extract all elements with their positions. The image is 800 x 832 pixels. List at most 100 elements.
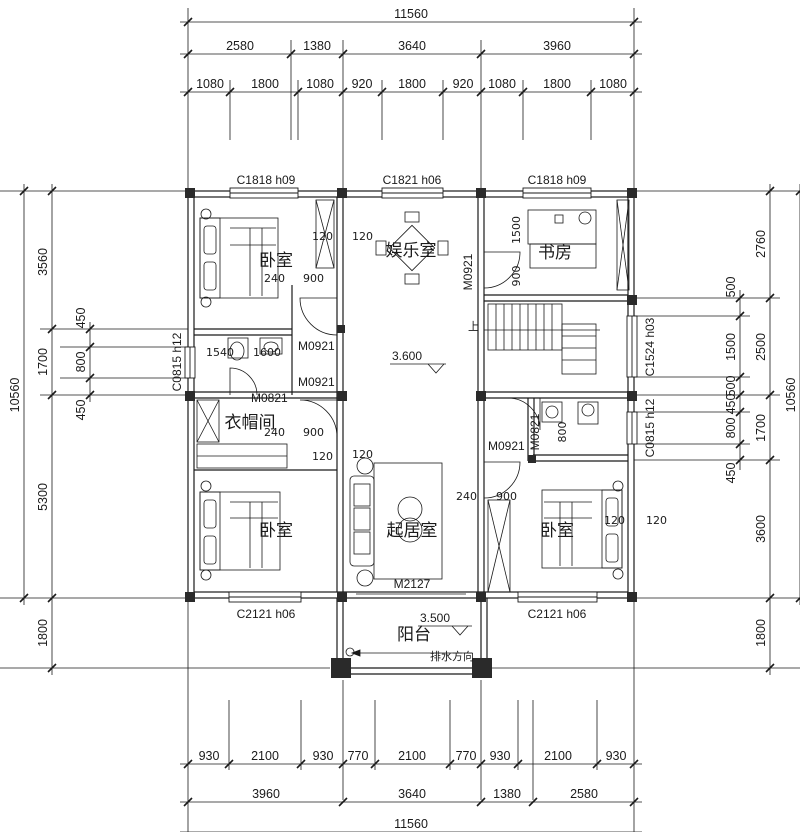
dim-bot-s3: 930 [313, 749, 334, 763]
dim-right-2760: 2760 [754, 230, 768, 258]
dim-left-450b: 450 [74, 400, 88, 421]
dim-bot-s1: 930 [199, 749, 220, 763]
dim-bot-total: 11560 [394, 817, 428, 831]
dim-bot-3640: 3640 [398, 787, 426, 801]
dim-left-800: 800 [74, 352, 88, 373]
note-1540: 1540 [206, 346, 234, 359]
dim-bot-s7: 930 [490, 749, 511, 763]
level-main: 3.600 [392, 349, 422, 363]
dim-right-500b: 500 [724, 376, 738, 397]
note-240-b: 240 [264, 426, 285, 439]
dim-bot-2580: 2580 [570, 787, 598, 801]
dim-top-s1: 1080 [196, 77, 224, 91]
dim-bot-s4: 770 [348, 749, 369, 763]
dimension-ticks [19, 17, 800, 807]
note-240-c: 240 [456, 490, 477, 503]
dim-top-s7: 1080 [488, 77, 516, 91]
note-900-b: 900 [303, 426, 324, 439]
dim-bot-s2: 2100 [251, 749, 279, 763]
dim-top-3640: 3640 [398, 39, 426, 53]
window-label-top-left: C1818 h09 [237, 173, 296, 187]
door-label-4: M0821 [251, 391, 288, 405]
door-label-2: M0921 [298, 375, 335, 389]
dim-right-450b: 450 [724, 463, 738, 484]
window-label-bottom-left: C2121 h06 [237, 607, 296, 621]
dim-bot-s8: 2100 [544, 749, 572, 763]
door-label-6: M0821 [528, 413, 542, 450]
note-1600: 1600 [253, 346, 281, 359]
room-entertainment: 娱乐室 [386, 241, 437, 261]
dim-right-3600: 3600 [754, 515, 768, 543]
stair-up-label: 上 [468, 320, 479, 333]
drain-direction-label: 排水方向 [430, 649, 474, 663]
room-bedroom-se: 卧室 [540, 521, 574, 541]
dim-bot-1380: 1380 [493, 787, 521, 801]
dim-left-5300: 5300 [36, 483, 50, 511]
dim-right-1800: 1800 [754, 619, 768, 647]
dim-left-1800: 1800 [36, 619, 50, 647]
dim-bot-3960: 3960 [252, 787, 280, 801]
level-balcony: 3.500 [420, 611, 450, 625]
door-label-7: M2127 [394, 577, 431, 591]
room-bedroom-sw: 卧室 [259, 521, 293, 541]
note-240-a: 240 [264, 272, 285, 285]
door-label-3: M0921 [461, 253, 475, 290]
window-label-top-mid: C1821 h06 [383, 173, 442, 187]
room-bedroom-nw: 卧室 [259, 251, 293, 271]
note-120-e: 120 [604, 514, 625, 527]
note-120-d: 120 [352, 448, 373, 461]
note-120-a: 120 [312, 230, 333, 243]
dim-right-1500: 1500 [724, 333, 738, 361]
dim-top-s5: 1800 [398, 77, 426, 91]
dim-bot-s5: 2100 [398, 749, 426, 763]
window-label-right-stair: C1524 h03 [643, 317, 657, 376]
dim-top-s6: 920 [453, 77, 474, 91]
dim-top-total: 11560 [394, 7, 428, 21]
window-label-bottom-right: C2121 h06 [528, 607, 587, 621]
dim-right-500a: 500 [724, 277, 738, 298]
note-900-d: 900 [496, 490, 517, 503]
dim-right-800: 800 [724, 418, 738, 439]
room-balcony: 阳台 [397, 625, 431, 645]
windows [184, 187, 638, 603]
dim-top-1380: 1380 [303, 39, 331, 53]
room-living: 起居室 [387, 521, 438, 541]
door-swings [229, 251, 541, 599]
note-1500: 1500 [510, 216, 523, 244]
dim-left-450a: 450 [74, 308, 88, 329]
furniture [196, 199, 630, 657]
note-800: 800 [556, 422, 569, 443]
room-closet: 衣帽间 [225, 413, 276, 433]
dim-top-s2: 1800 [251, 77, 279, 91]
window-label-right-small: C0815 h12 [643, 398, 657, 457]
dim-right-total: 10560 [784, 378, 798, 413]
note-900-c: 900 [510, 266, 523, 287]
dim-left-1700: 1700 [36, 348, 50, 376]
note-120-c: 120 [312, 450, 333, 463]
window-label-left-small: C0815 h12 [170, 332, 184, 391]
dim-right-2500: 2500 [754, 333, 768, 361]
dim-top-3960: 3960 [543, 39, 571, 53]
dim-top-2580: 2580 [226, 39, 254, 53]
dim-bot-s9: 930 [606, 749, 627, 763]
door-label-5: M0921 [488, 439, 525, 453]
dim-left-3560: 3560 [36, 248, 50, 276]
dim-top-s3: 1080 [306, 77, 334, 91]
dim-right-450a: 450 [724, 394, 738, 415]
dimension-lines [0, 8, 800, 832]
dim-left-total: 10560 [8, 378, 22, 413]
note-900-a: 900 [303, 272, 324, 285]
dim-top-s4: 920 [352, 77, 373, 91]
note-120-f: 120 [646, 514, 667, 527]
dim-top-s9: 1080 [599, 77, 627, 91]
door-label-1: M0921 [298, 339, 335, 353]
window-label-top-right: C1818 h09 [528, 173, 587, 187]
dim-right-1700: 1700 [754, 414, 768, 442]
level-markers [390, 363, 472, 636]
dim-bot-s6: 770 [456, 749, 477, 763]
note-120-b: 120 [352, 230, 373, 243]
dim-top-s8: 1800 [543, 77, 571, 91]
room-study: 书房 [538, 243, 572, 263]
structural-columns [185, 188, 637, 678]
